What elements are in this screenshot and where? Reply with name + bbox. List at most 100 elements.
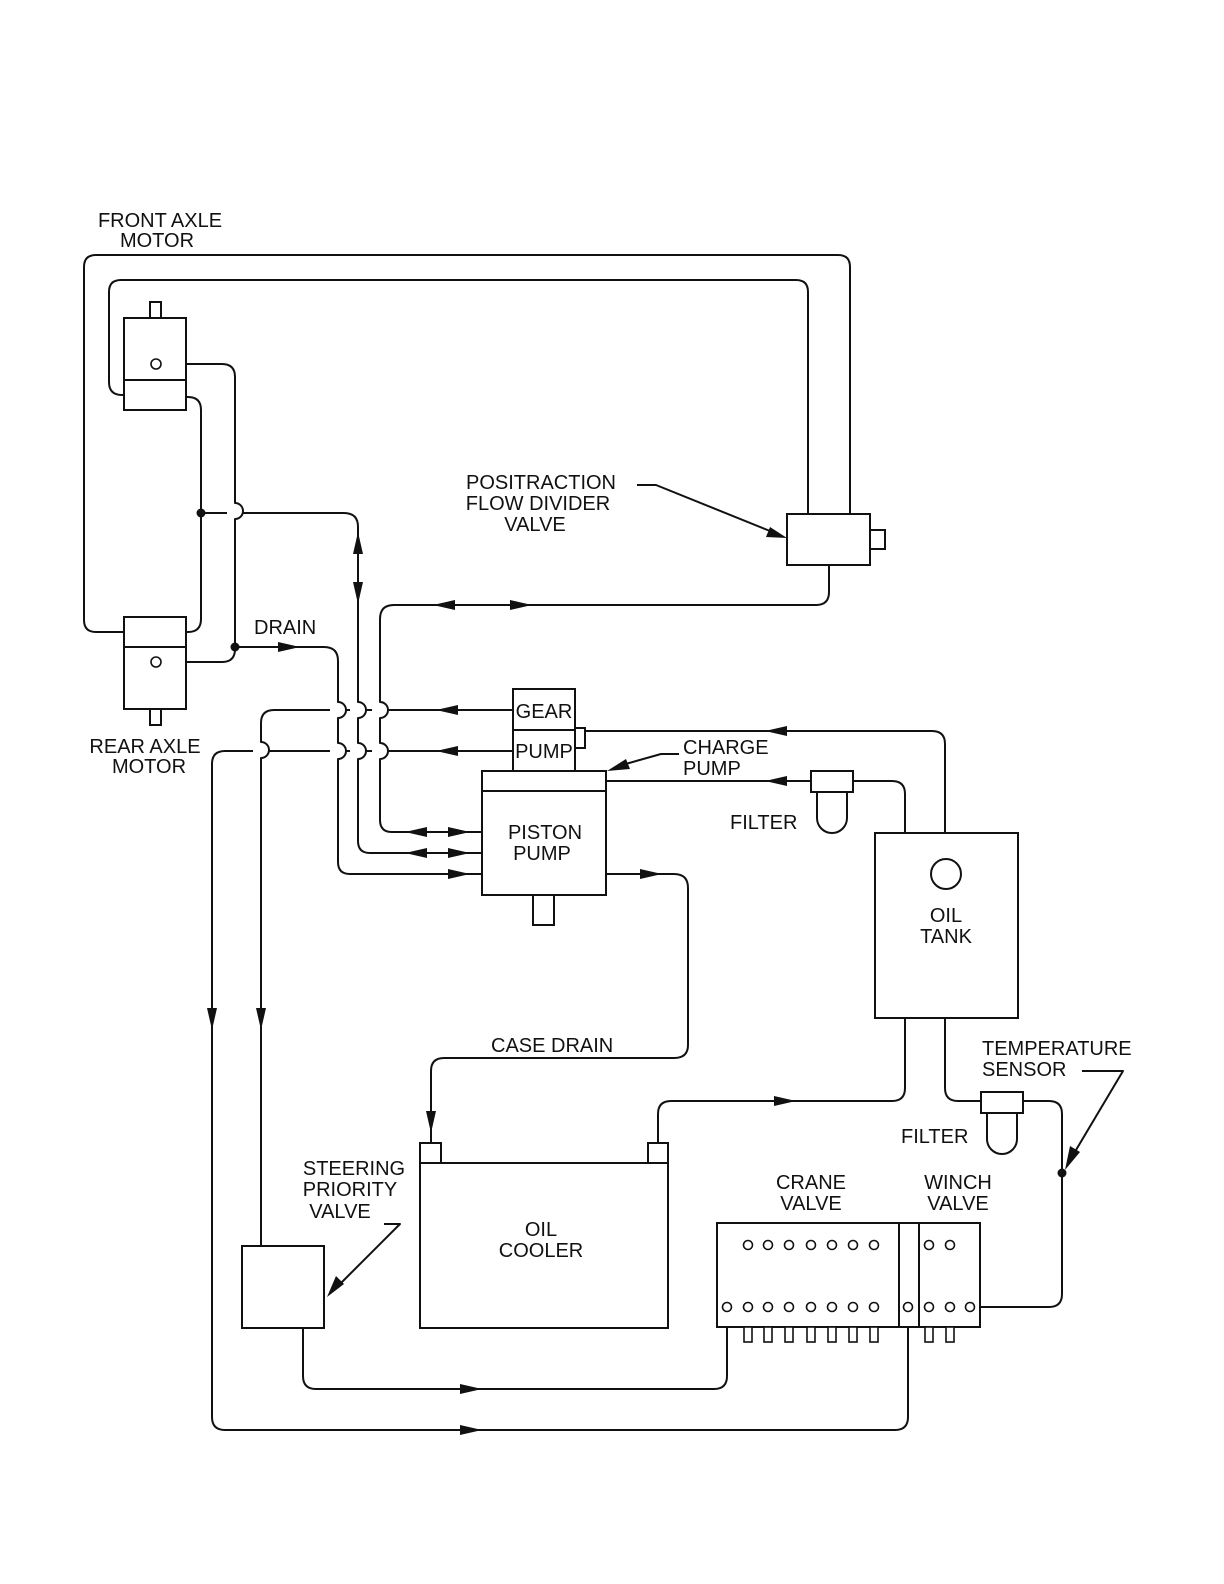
positraction-flow-divider-valve[interactable]: POSITRACTION FLOW DIVIDER VALVE bbox=[466, 472, 886, 566]
charge-filter[interactable]: FILTER bbox=[730, 770, 854, 834]
crane-spool-handle[interactable] bbox=[827, 1326, 837, 1343]
arrow-down bbox=[426, 1111, 436, 1133]
winch-valve[interactable]: WINCH VALVE bbox=[918, 1172, 992, 1343]
charge-pump[interactable]: CHARGE PUMP bbox=[607, 737, 769, 780]
steering-priority-valve[interactable]: STEERING PRIORITY VALVE bbox=[241, 1158, 405, 1329]
arrow-right bbox=[448, 827, 470, 837]
winch-valve-label-2: VALVE bbox=[927, 1193, 989, 1215]
motor-shaft bbox=[149, 708, 162, 726]
crane-spool-handle[interactable] bbox=[848, 1326, 858, 1343]
arrow-down bbox=[353, 582, 363, 604]
flow-divider-label-3: VALVE bbox=[504, 514, 566, 536]
crane-top-port bbox=[805, 1239, 817, 1251]
arrow-right bbox=[460, 1425, 482, 1435]
rear-axle-motor[interactable]: REAR AXLE MOTOR bbox=[89, 616, 201, 778]
winch-valve-label-1: WINCH bbox=[924, 1172, 992, 1194]
gear-pump[interactable]: GEAR PUMP bbox=[512, 688, 586, 772]
front-axle-motor[interactable]: FRONT AXLE MOTOR bbox=[98, 210, 222, 411]
winch-bottom-port bbox=[964, 1301, 976, 1313]
crane-spool-handle[interactable] bbox=[763, 1326, 773, 1343]
arrow-right bbox=[448, 848, 470, 858]
crane-valve-label-1: CRANE bbox=[776, 1172, 846, 1194]
winch-bottom-port bbox=[923, 1301, 935, 1313]
steering-valve-label-1: STEERING bbox=[303, 1158, 405, 1180]
oil-tank[interactable]: OIL TANK bbox=[874, 832, 1019, 1019]
arrow-left bbox=[405, 848, 427, 858]
flow-arrows bbox=[207, 532, 796, 1435]
oil-cooler-label-2: COOLER bbox=[499, 1240, 583, 1262]
leader-arrowhead bbox=[607, 759, 630, 771]
temperature-sensor-dot bbox=[1057, 1168, 1067, 1178]
temperature-sensor-label-1: TEMPERATURE bbox=[982, 1038, 1132, 1060]
crane-valve-spools bbox=[743, 1326, 879, 1343]
return-filter-label: FILTER bbox=[901, 1126, 968, 1148]
line-tank-return-filter-sensor bbox=[944, 1018, 1063, 1308]
crane-bottom-port bbox=[721, 1301, 733, 1313]
motor-body bbox=[123, 317, 187, 411]
winch-valve-spools bbox=[924, 1326, 955, 1343]
piston-pump-label-1: PISTON bbox=[508, 822, 582, 844]
junction-dot bbox=[230, 642, 240, 652]
line-front-motor-to-divider-inner bbox=[108, 279, 809, 514]
crane-top-port bbox=[847, 1239, 859, 1251]
line-motor-junction-to-pump bbox=[201, 512, 482, 854]
flow-divider-label-1: POSITRACTION bbox=[466, 472, 616, 494]
return-filter[interactable]: FILTER bbox=[901, 1091, 1024, 1155]
arrow-down bbox=[207, 1008, 217, 1030]
crane-bottom-port bbox=[805, 1301, 817, 1313]
winch-bottom-port bbox=[944, 1301, 956, 1313]
crane-bottom-port bbox=[783, 1301, 795, 1313]
tank-sight-glass bbox=[930, 858, 962, 890]
crane-top-port bbox=[868, 1239, 880, 1251]
arrow-left bbox=[765, 776, 787, 786]
oil-cooler-inlet bbox=[419, 1142, 442, 1164]
motor-port bbox=[150, 656, 162, 668]
line-tank-to-gear-pump bbox=[584, 730, 946, 833]
arrow-left bbox=[436, 705, 458, 715]
junction-dot bbox=[196, 508, 206, 518]
steering-valve-label-3: VALVE bbox=[309, 1201, 371, 1223]
leader-arrowhead bbox=[1065, 1146, 1080, 1170]
line-cooler-to-tank bbox=[657, 1018, 906, 1143]
charge-filter-label: FILTER bbox=[730, 812, 797, 834]
winch-top-port bbox=[944, 1239, 956, 1251]
piston-pump-shaft bbox=[532, 894, 555, 926]
arrow-up bbox=[353, 532, 363, 554]
temperature-sensor-label-2: SENSOR bbox=[982, 1059, 1066, 1081]
crane-top-port bbox=[742, 1239, 754, 1251]
crane-valve-label-2: VALVE bbox=[780, 1193, 842, 1215]
arrow-right bbox=[774, 1096, 796, 1106]
oil-cooler-label-1: OIL bbox=[525, 1219, 557, 1241]
charge-pump-label-1: CHARGE bbox=[683, 737, 769, 759]
crane-top-port bbox=[826, 1239, 838, 1251]
charge-pump-label-2: PUMP bbox=[683, 758, 741, 780]
gear-pump-label-2: PUMP bbox=[515, 741, 573, 763]
steering-valve-label-2: PRIORITY bbox=[303, 1179, 397, 1201]
leader-line bbox=[339, 1223, 401, 1285]
case-drain-label: CASE DRAIN bbox=[491, 1035, 613, 1057]
leader-arrowhead bbox=[766, 527, 787, 538]
crane-spool-handle[interactable] bbox=[743, 1326, 753, 1343]
piston-pump[interactable]: PISTON PUMP bbox=[481, 770, 607, 926]
crane-spool-handle[interactable] bbox=[869, 1326, 879, 1343]
line-steering-to-crane-valve bbox=[302, 1307, 728, 1390]
winch-valve-top-ports bbox=[923, 1239, 956, 1251]
arrow-left bbox=[433, 600, 455, 610]
filter-head bbox=[980, 1091, 1024, 1114]
line-rear-motor-port bbox=[159, 648, 236, 663]
rear-axle-motor-label-1: REAR AXLE bbox=[89, 736, 200, 758]
front-axle-motor-label-1: FRONT AXLE bbox=[98, 210, 222, 232]
crane-spool-handle[interactable] bbox=[784, 1326, 794, 1343]
winch-top-port bbox=[923, 1239, 935, 1251]
leader-line bbox=[621, 753, 679, 766]
drain-label: DRAIN bbox=[254, 617, 316, 639]
temperature-sensor[interactable]: TEMPERATURE SENSOR bbox=[982, 1038, 1132, 1170]
winch-spool-handle[interactable] bbox=[945, 1326, 955, 1343]
oil-cooler[interactable]: OIL COOLER bbox=[419, 1142, 669, 1329]
crane-valve[interactable]: CRANE VALVE bbox=[716, 1172, 900, 1343]
line-divider-to-pump bbox=[379, 565, 830, 833]
crane-bottom-port bbox=[762, 1301, 774, 1313]
winch-spool-handle[interactable] bbox=[924, 1326, 934, 1343]
arrow-right bbox=[510, 600, 532, 610]
crane-spool-handle[interactable] bbox=[806, 1326, 816, 1343]
